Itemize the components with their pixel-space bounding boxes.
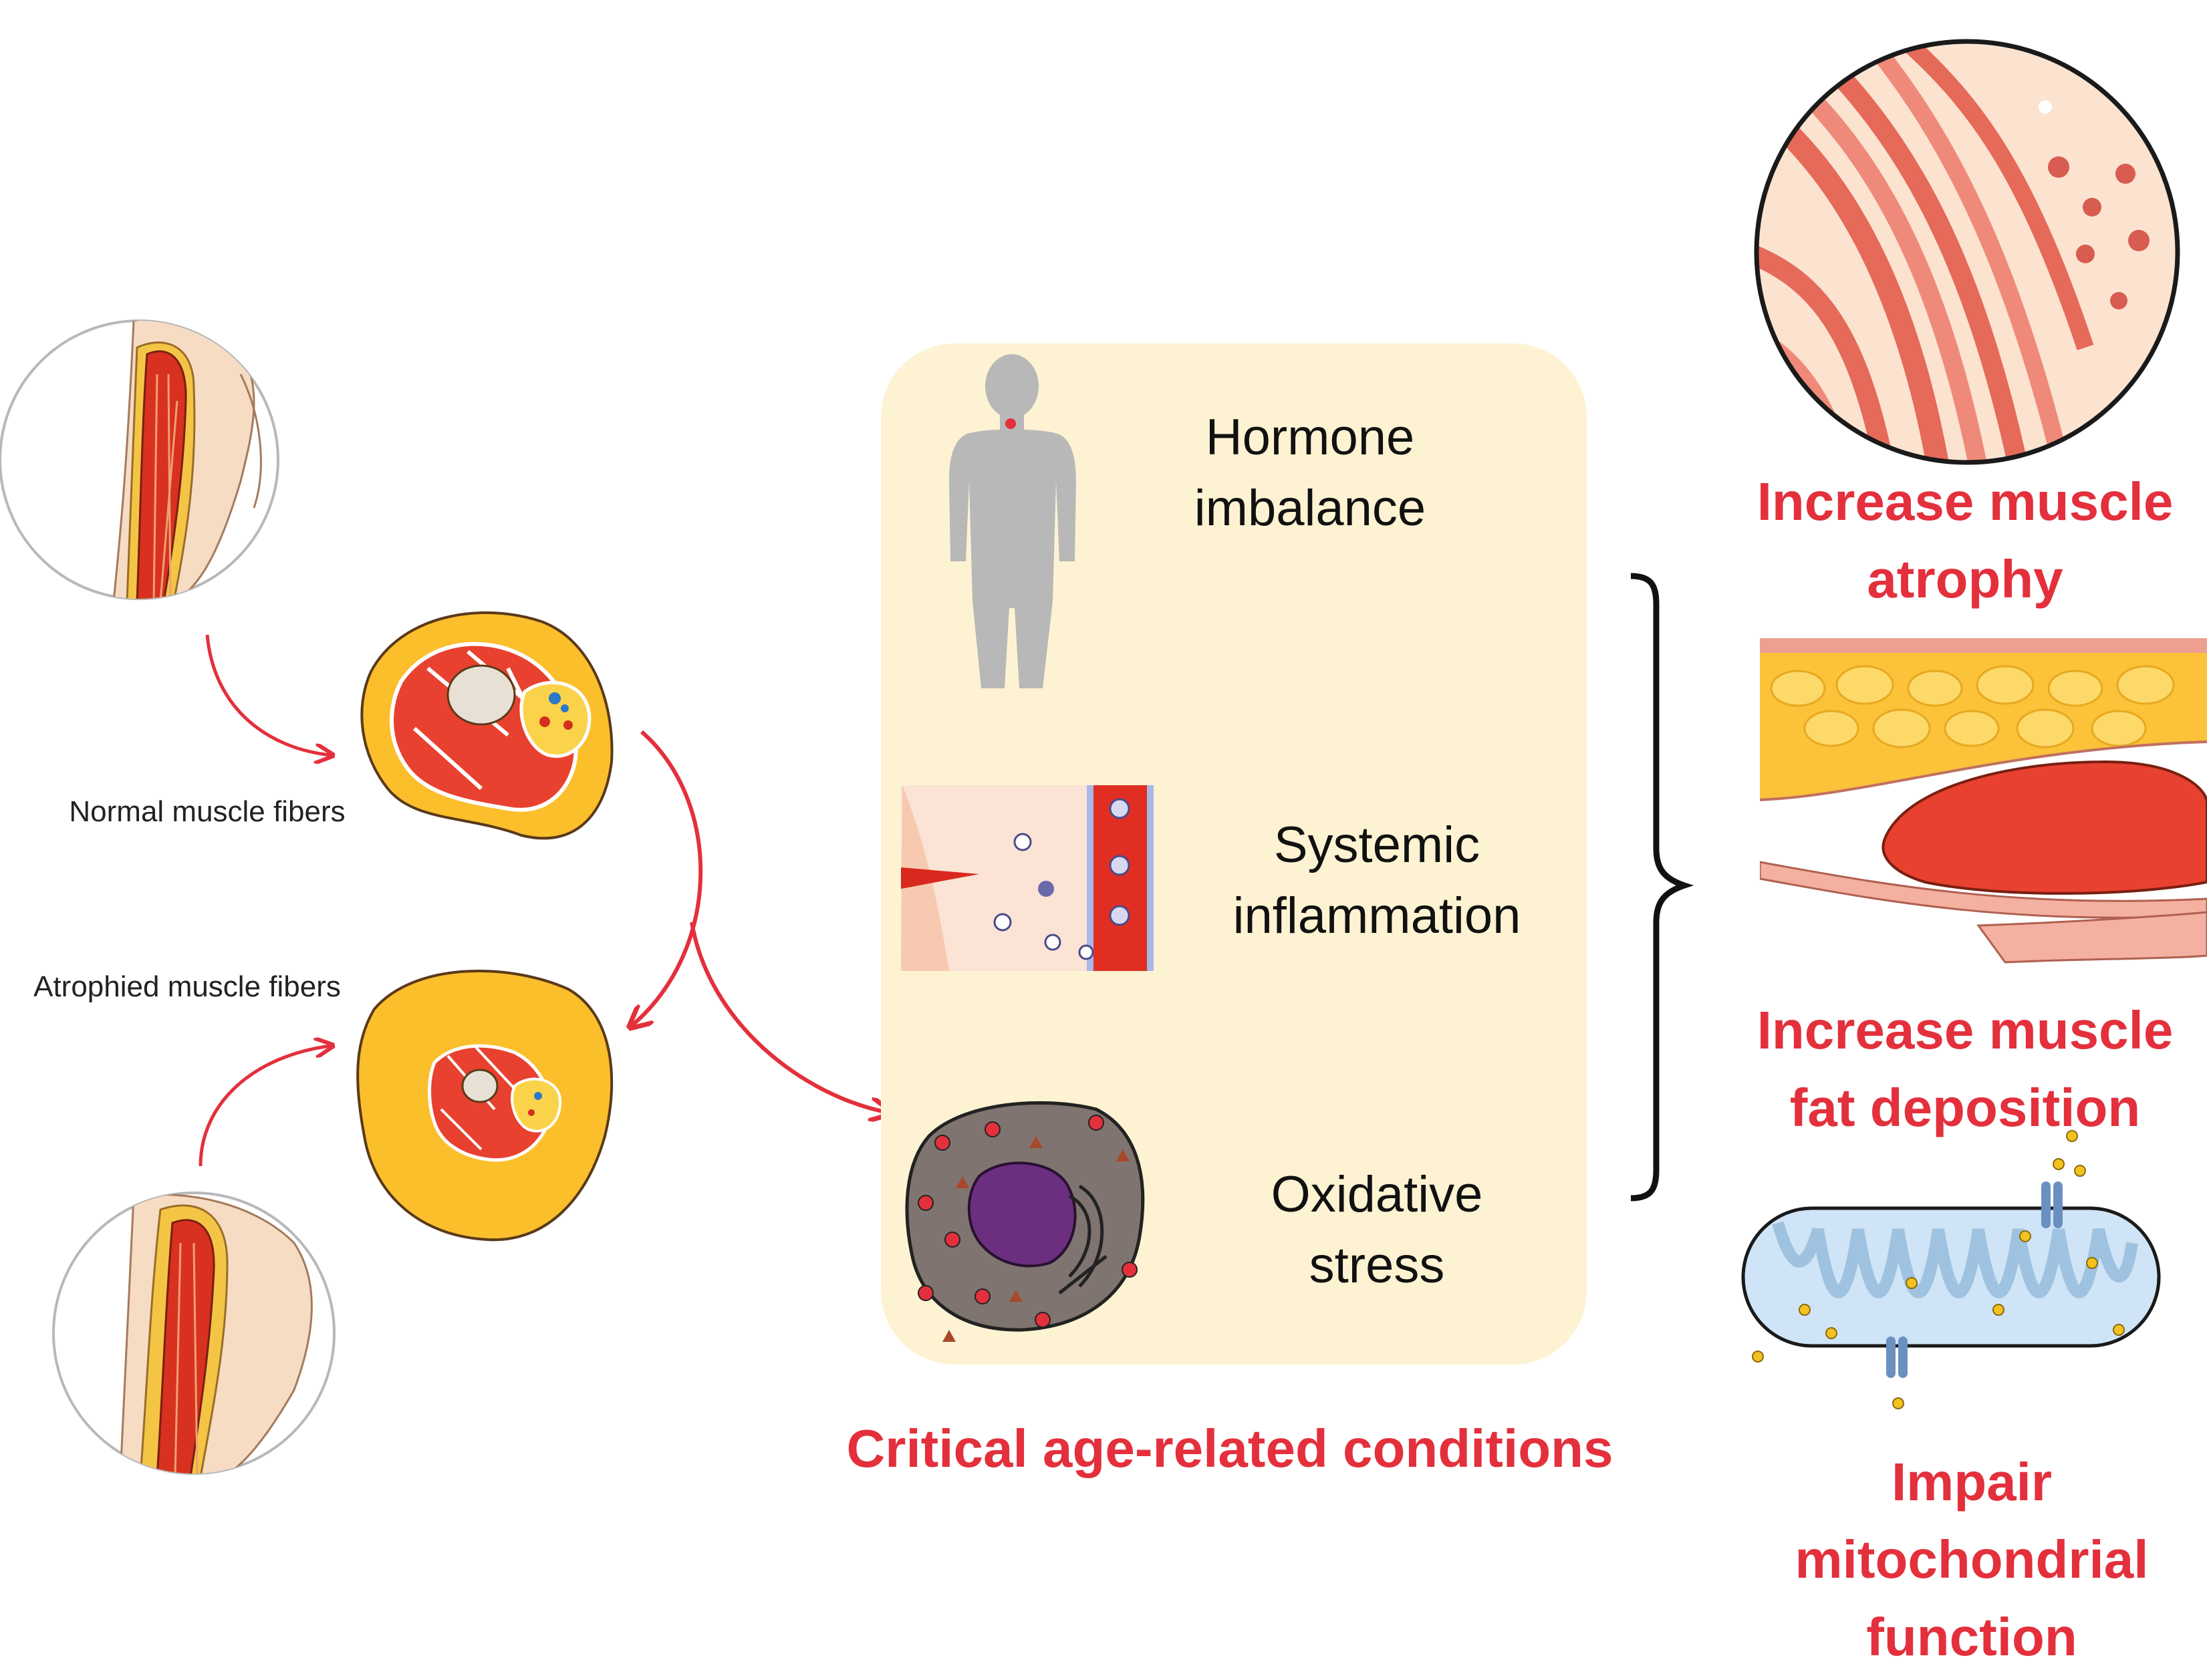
condition-line1: Hormone — [1205, 409, 1415, 466]
arrow-normal-to-atrophied — [632, 730, 703, 1026]
arrow-to-atrophied — [199, 1046, 331, 1167]
condition-oxidative: Oxidative stress — [1190, 1159, 1564, 1301]
human-silhouette-icon — [949, 354, 1076, 688]
outcome-line1: Increase muscle — [1757, 1000, 2174, 1060]
outcome-line2: mitochondrial — [1795, 1530, 2149, 1589]
thigh-cross-section-icon — [360, 611, 614, 840]
atrophied-cross-section-icon — [356, 969, 614, 1242]
condition-hormone: Hormone imbalance — [1123, 402, 1497, 544]
upper-arm-muscle-icon — [0, 319, 279, 600]
condition-line2: stress — [1309, 1237, 1445, 1294]
conditions-caption: Critical age-related conditions — [846, 1419, 1613, 1478]
outcome-line1: Impair — [1891, 1452, 2053, 1512]
outcome-mitochondrial: Impair mitochondrial function — [1738, 1443, 2206, 1676]
outcome-atrophy: Increase muscle atrophy — [1724, 463, 2206, 618]
arrow-to-conditions — [690, 922, 889, 1113]
outcome-fat-deposition: Increase muscle fat deposition — [1724, 992, 2206, 1147]
normal-muscle-label: Normal muscle fibers — [69, 795, 346, 828]
condition-line1: Oxidative — [1271, 1166, 1483, 1223]
atrophied-muscle-label: Atrophied muscle fibers — [33, 970, 341, 1003]
outcome-line2: atrophy — [1867, 549, 2063, 609]
grouping-brace — [1630, 573, 1694, 1202]
arrow-to-normal — [205, 634, 331, 755]
mitochondrion-icon — [1741, 1130, 2161, 1409]
condition-line1: Systemic — [1273, 817, 1480, 873]
condition-inflammation: Systemic inflammation — [1190, 810, 1564, 952]
condition-line2: inflammation — [1232, 887, 1521, 944]
outcome-line2: fat deposition — [1789, 1078, 2141, 1137]
upper-arm-muscle-icon — [52, 1192, 336, 1475]
condition-line2: imbalance — [1194, 480, 1426, 537]
outcome-line1: Increase muscle — [1757, 472, 2174, 531]
fat-layer-muscle-icon — [1760, 638, 2207, 964]
muscle-tissue-icon — [1754, 39, 2180, 465]
damaged-cell-icon — [905, 1101, 1145, 1342]
blood-vessel-inflammation-icon — [901, 785, 1154, 971]
outcome-line3: function — [1866, 1607, 2077, 1667]
